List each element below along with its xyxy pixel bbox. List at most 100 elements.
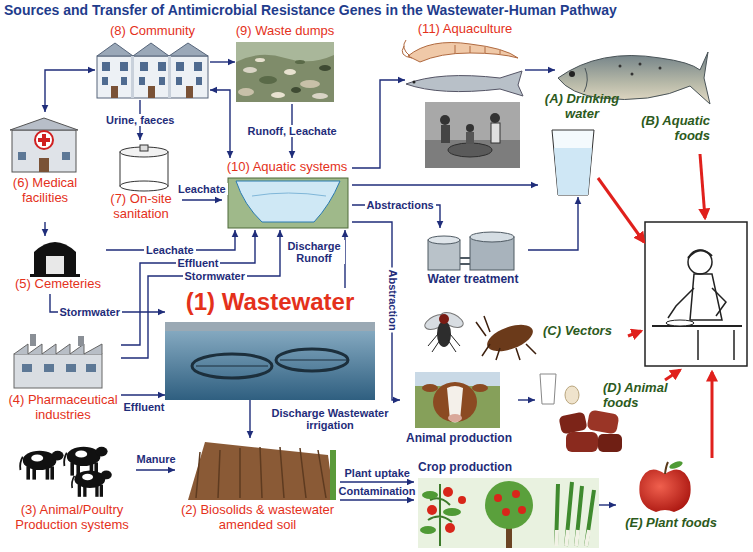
illustration-part — [406, 71, 523, 96]
illustration-part — [413, 81, 416, 84]
illustration-part — [466, 132, 474, 144]
exposure-arrows — [598, 154, 712, 458]
illustration-part — [97, 43, 133, 56]
illustration-part — [121, 77, 127, 85]
arrowhead — [247, 431, 254, 438]
illustration-part — [330, 450, 336, 500]
illustration-part — [196, 77, 202, 85]
node-label: (8) Community — [95, 24, 210, 39]
arrowhead — [342, 230, 349, 237]
arrowhead — [407, 497, 414, 504]
illustration-part — [441, 125, 450, 143]
illustration-part — [236, 42, 334, 62]
connector-line — [340, 481, 414, 482]
edge-label: Plant uptake — [343, 467, 412, 479]
connector-line — [210, 90, 230, 158]
illustration-part — [188, 442, 334, 500]
illustration-part — [598, 178, 644, 242]
illustration-part — [484, 319, 537, 356]
illustration-part — [291, 87, 301, 93]
illustration-part — [445, 523, 455, 533]
connector-line — [45, 70, 95, 112]
node-box: (1) Wastewater — [165, 288, 375, 400]
illustration-part — [666, 320, 694, 326]
node-box: (E) Plant foods — [616, 460, 726, 540]
septic-tank — [120, 145, 168, 191]
illustration-part — [319, 65, 331, 71]
illustration-part — [148, 86, 155, 98]
node-label: (11) Aquaculture — [405, 22, 525, 37]
illustration-part — [554, 148, 592, 195]
illustration-part — [402, 40, 412, 58]
illustration-part — [443, 508, 461, 516]
connector-line — [352, 222, 400, 400]
illustration-part — [176, 77, 182, 85]
node-label: (C) Vectors — [543, 324, 627, 339]
edge-label: Discharge Runoff — [283, 240, 345, 264]
illustration-part — [565, 386, 579, 404]
node-box: (2) Biosolids & wastewater amended soil — [175, 438, 340, 542]
illustration-part — [252, 193, 326, 196]
illustration-part — [196, 360, 348, 366]
illustration-part — [665, 370, 680, 380]
illustration-part — [284, 69, 296, 75]
connector — [525, 67, 555, 74]
illustration-part — [420, 526, 436, 534]
edge-label: Abstractions — [365, 199, 436, 211]
illustration-part — [415, 372, 500, 428]
arrowhead — [88, 67, 95, 74]
node-label: (7) On-site sanitation — [100, 192, 182, 222]
arrowhead — [168, 467, 175, 474]
illustration-part — [518, 506, 526, 514]
illustration-part — [586, 410, 619, 435]
illustration-part — [688, 250, 712, 274]
illustration-part — [688, 250, 712, 258]
connector — [210, 59, 235, 66]
illustration-part — [271, 92, 285, 98]
illustration-part — [408, 43, 518, 63]
illustration-part — [439, 314, 449, 324]
edge-label: Stormwater — [58, 306, 123, 318]
connector — [42, 67, 95, 112]
illustration-part — [512, 490, 520, 498]
illustration-part — [425, 102, 520, 168]
node-label: (5) Cemeteries — [10, 277, 106, 292]
aquaculture-shrimp-fish — [402, 40, 523, 96]
illustration-part — [66, 364, 76, 372]
aquatic-system — [228, 178, 348, 228]
node-label: (3) Animal/Poultry Production systems — [8, 503, 136, 533]
illustration-part — [165, 322, 375, 331]
illustration-part — [665, 462, 668, 474]
illustration-part — [18, 152, 26, 160]
pharmaceutical-factory — [14, 334, 102, 388]
illustration-part — [443, 487, 453, 497]
edge-label: Stormwater — [183, 270, 248, 282]
illustration-part — [228, 178, 348, 228]
node-box: (9) Waste dumps — [235, 24, 335, 104]
illustration-part — [700, 154, 705, 218]
node-label: Water treatment — [418, 273, 528, 287]
edge-label: Effluent — [122, 401, 167, 413]
node-box: Water treatment — [418, 228, 528, 290]
illustration-part — [476, 316, 536, 360]
illustration-part — [494, 494, 502, 502]
illustration-part — [466, 124, 474, 132]
illustration-part — [428, 334, 460, 352]
arrowhead — [289, 151, 296, 158]
illustration-part — [460, 258, 470, 264]
node-box: (6) Medical facilities — [5, 112, 85, 222]
connector — [352, 182, 538, 189]
illustration-part — [295, 60, 305, 64]
arrowhead — [252, 230, 259, 237]
illustration-part — [140, 145, 148, 151]
node-box: (11) Aquaculture — [405, 22, 525, 98]
illustration-part — [86, 364, 96, 372]
node-label: (A) Drinking water — [538, 92, 626, 122]
amended-soil — [188, 442, 336, 500]
connector-line — [352, 80, 405, 168]
illustration-part — [236, 181, 340, 222]
illustration-part — [645, 222, 747, 366]
drinking-glass — [552, 130, 594, 195]
illustration-part — [39, 158, 49, 172]
